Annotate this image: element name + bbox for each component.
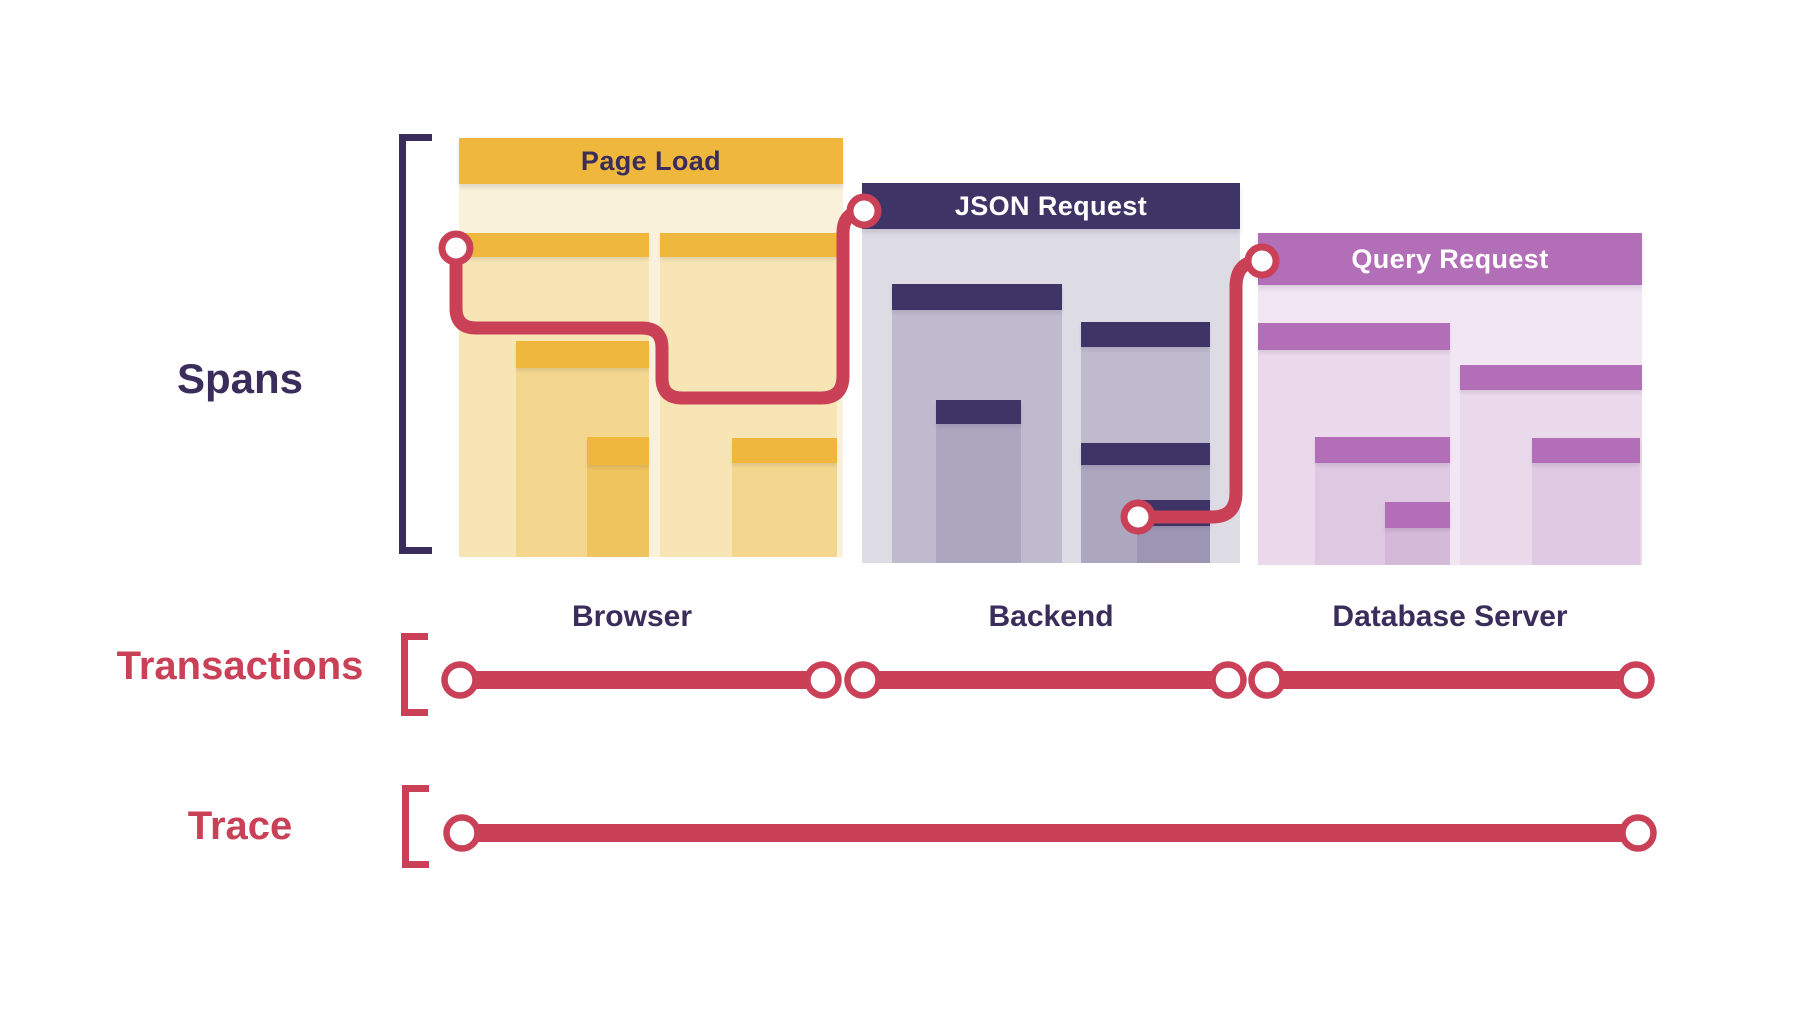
transactions-bracket xyxy=(401,633,428,716)
trace-path-backend-to-database xyxy=(1142,254,1261,524)
service-label-database: Database Server xyxy=(1332,600,1568,633)
jsonrequest-child-span-header xyxy=(892,284,1062,310)
queryrequest-greatgrandchild-span-header xyxy=(1385,502,1450,528)
transactions-row-label: Transactions xyxy=(116,644,364,688)
queryrequest-child-span-header xyxy=(1460,365,1642,390)
spans-row-label: Spans xyxy=(176,355,304,402)
pageload-greatgrandchild-span-header xyxy=(587,437,649,465)
pageload-title: Page Load xyxy=(580,145,722,176)
spans-bracket xyxy=(399,134,432,554)
service-label-backend: Backend xyxy=(988,600,1114,633)
trace-bracket xyxy=(402,785,429,868)
queryrequest-header: Query Request xyxy=(1258,233,1642,285)
trace-node-jsonrequest-entry xyxy=(846,193,882,229)
queryrequest-greatgrandchild-span xyxy=(1385,502,1450,565)
transaction-endpoint xyxy=(1248,661,1286,699)
trace-row-label: Trace xyxy=(187,804,293,848)
queryrequest-title: Query Request xyxy=(1351,243,1549,274)
pageload-greatgrandchild-span xyxy=(587,437,649,557)
jsonrequest-grandchild-span-header xyxy=(936,400,1021,424)
pageload-header: Page Load xyxy=(459,138,843,184)
transaction-endpoint xyxy=(804,661,842,699)
pageload-span-block: Page Load xyxy=(459,138,843,557)
jsonrequest-grandchild-span-header xyxy=(1081,443,1210,465)
pageload-grandchild-span xyxy=(732,438,837,557)
trace-endpoint xyxy=(1619,814,1657,852)
service-label-browser: Browser xyxy=(571,600,693,633)
queryrequest-grandchild-span-header xyxy=(1532,438,1640,463)
transaction-endpoint xyxy=(1617,661,1655,699)
trace-endpoint xyxy=(443,814,481,852)
pageload-grandchild-span-header xyxy=(516,341,649,368)
jsonrequest-title: JSON Request xyxy=(954,190,1148,221)
trace-node-backend-span xyxy=(1120,499,1156,535)
trace-node-pageload-start xyxy=(438,230,474,266)
transaction-endpoint xyxy=(844,661,882,699)
jsonrequest-header: JSON Request xyxy=(862,183,1240,229)
jsonrequest-grandchild-span xyxy=(936,400,1021,563)
jsonrequest-child-span-header xyxy=(1081,322,1210,347)
pageload-grandchild-span-header xyxy=(732,438,837,463)
queryrequest-child-span-header xyxy=(1258,323,1450,350)
jsonrequest-span-block: JSON Request xyxy=(862,183,1240,563)
transaction-endpoint xyxy=(1209,661,1247,699)
queryrequest-grandchild-span-header xyxy=(1315,437,1450,463)
trace-path-browser-to-backend xyxy=(449,204,866,405)
trace-node-queryrequest-entry xyxy=(1244,243,1280,279)
pageload-child-span-header xyxy=(660,233,837,257)
transaction-endpoint xyxy=(441,661,479,699)
queryrequest-span-block: Query Request xyxy=(1258,233,1642,565)
pageload-child-span-header xyxy=(459,233,649,257)
queryrequest-grandchild-span xyxy=(1532,438,1640,565)
